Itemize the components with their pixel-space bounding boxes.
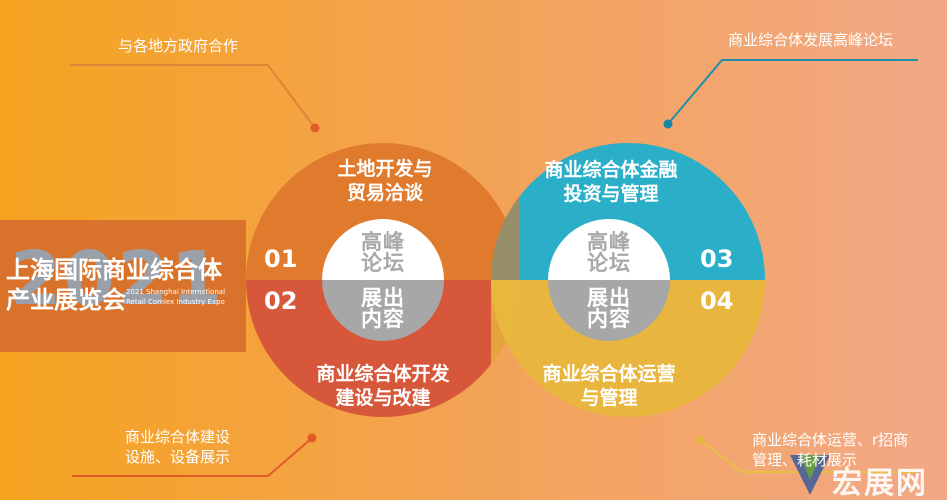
left-center-bottom-line1: 展出 bbox=[361, 286, 405, 310]
leader-dot-bottom-right bbox=[695, 435, 705, 445]
right-center-top-line2: 论坛 bbox=[587, 251, 631, 275]
segment-03-number: 03 bbox=[700, 245, 734, 273]
banner-english-line2: Retail Comlex Industry Expo bbox=[126, 298, 225, 306]
segment-04-title-line1: 商业综合体运营 bbox=[542, 363, 676, 385]
leader-line-top-left bbox=[70, 64, 316, 129]
segment-01-title-line1: 土地开发与 bbox=[337, 158, 433, 180]
right-center-top-label: 高峰 论坛 bbox=[579, 232, 639, 274]
segment-03-title-line2: 投资与管理 bbox=[563, 183, 659, 205]
ring-overlap-bottom bbox=[491, 280, 521, 365]
segment-02-title-line2: 建设与改建 bbox=[335, 387, 431, 409]
segment-02-shape bbox=[246, 280, 520, 417]
segment-01-title-line2: 贸易洽谈 bbox=[346, 182, 423, 204]
callout-bottom-left-line2: 设施、设备展示 bbox=[125, 448, 231, 466]
segment-04-title-line2: 与管理 bbox=[580, 387, 638, 409]
leader-dot-top-right bbox=[663, 119, 673, 129]
ring-overlap-top bbox=[490, 195, 520, 280]
left-center-bottom-disc bbox=[322, 280, 444, 341]
left-center-top-disc bbox=[322, 219, 444, 280]
banner-year: 2021 bbox=[10, 236, 224, 322]
segment-04-number: 04 bbox=[700, 287, 734, 315]
right-center-top-disc bbox=[548, 219, 670, 280]
leader-dot-bottom-left bbox=[307, 433, 317, 443]
watermark-logo-icon bbox=[790, 455, 830, 495]
callout-bottom-right-line2: 管理、耗材展示 bbox=[752, 451, 858, 469]
leader-dot-top-left bbox=[310, 123, 320, 133]
banner-title-line1: 上海国际商业综合体 bbox=[6, 256, 222, 284]
right-center-bottom-disc bbox=[548, 280, 670, 341]
banner-title-line2: 产业展览会 bbox=[6, 286, 126, 314]
segment-03-title-line1: 商业综合体金融 bbox=[544, 159, 678, 181]
watermark-text: 宏展网 bbox=[832, 466, 928, 501]
left-center-bottom-line2: 内容 bbox=[361, 307, 405, 331]
callout-bottom-right-line1: 商业综合体运营、r招商 bbox=[752, 431, 909, 449]
callout-top-right: 商业综合体发展高峰论坛 bbox=[728, 31, 894, 49]
left-center-top-line1: 高峰 bbox=[361, 230, 405, 254]
callout-top-left: 与各地方政府合作 bbox=[118, 37, 239, 55]
callout-bottom-left-line1: 商业综合体建设 bbox=[125, 428, 231, 446]
segment-01-number: 01 bbox=[264, 245, 298, 273]
segment-01-title: 土地开发与 贸易洽谈 bbox=[285, 157, 485, 205]
segment-02-number: 02 bbox=[264, 287, 298, 315]
left-center-bottom-label: 展出 内容 bbox=[353, 288, 413, 330]
segment-04-title: 商业综合体运营 与管理 bbox=[509, 362, 709, 410]
leader-line-bottom-left bbox=[72, 437, 313, 477]
right-center-bottom-label: 展出 内容 bbox=[579, 288, 639, 330]
segment-01-shape bbox=[246, 143, 520, 280]
segment-03-title: 商业综合体金融 投资与管理 bbox=[511, 158, 711, 206]
leader-line-top-right bbox=[667, 59, 918, 125]
right-center-bottom-line2: 内容 bbox=[587, 307, 631, 331]
right-center-top-line1: 高峰 bbox=[587, 230, 631, 254]
right-center-bottom-line1: 展出 bbox=[587, 286, 631, 310]
left-center-top-line2: 论坛 bbox=[361, 251, 405, 275]
segment-02-title: 商业综合体开发 建设与改建 bbox=[283, 362, 483, 410]
left-center-top-label: 高峰 论坛 bbox=[353, 232, 413, 274]
segment-02-title-line1: 商业综合体开发 bbox=[316, 363, 450, 385]
banner-strip bbox=[0, 220, 246, 352]
banner-english-line1: 2021 Shanghai Internstional bbox=[126, 288, 226, 296]
leader-line-bottom-right bbox=[699, 439, 915, 473]
